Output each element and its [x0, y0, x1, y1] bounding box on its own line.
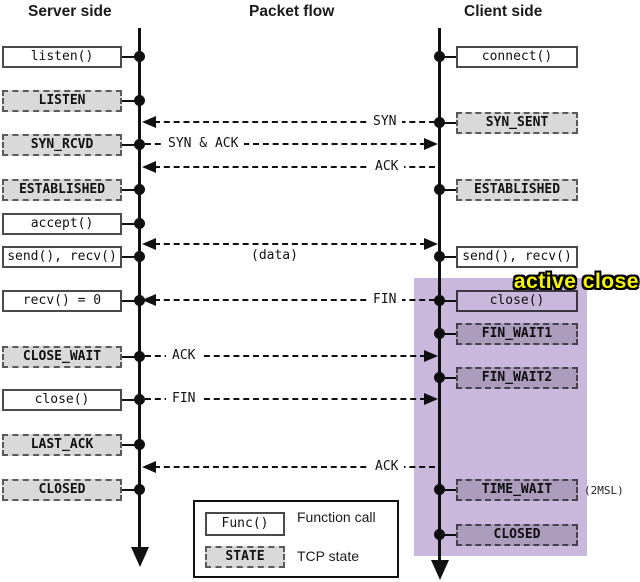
timeline-node [134, 95, 145, 106]
packet-arrow-syn: SYN [142, 112, 438, 134]
connector [118, 489, 140, 491]
connector [118, 256, 140, 258]
server-accept-box: accept() [2, 213, 122, 235]
server-side-title: Server side [28, 3, 112, 20]
client-state-fin-wait2: FIN_WAIT2 [456, 367, 578, 389]
packet-arrow-data: (data) [142, 234, 438, 263]
timeline-node [134, 51, 145, 62]
packet-arrow-ack-handshake: ACK [142, 157, 438, 179]
timeline-node [434, 328, 445, 339]
timeline-node [134, 251, 145, 262]
packet-arrow-fin-server: FIN [142, 389, 438, 411]
packet-label-syn: SYN [367, 113, 403, 131]
packet-label-ack: ACK [369, 458, 405, 476]
packet-label-fin: FIN [367, 291, 403, 309]
active-close-label: active close [513, 270, 639, 293]
dashed-line [154, 466, 435, 468]
connector [118, 300, 140, 302]
server-state-established: ESTABLISHED [2, 179, 122, 201]
dashed-line [145, 143, 426, 145]
dashed-line [154, 243, 426, 245]
dashed-line [154, 166, 435, 168]
arrowhead-right-icon [424, 238, 438, 250]
client-side-title: Client side [464, 3, 543, 20]
client-connect-box: connect() [456, 46, 578, 68]
server-state-closed: CLOSED [2, 479, 122, 501]
server-close-box: close() [2, 389, 122, 411]
connector [440, 189, 458, 191]
dashed-line [145, 355, 426, 357]
arrowhead-left-icon [142, 116, 156, 128]
timeline-node [434, 184, 445, 195]
client-timeline-arrowhead [431, 560, 449, 580]
legend-func-sample: Func() [205, 512, 285, 536]
packet-arrow-fin-client: FIN [142, 290, 438, 312]
packet-label-ack: ACK [369, 158, 405, 176]
timeline-node [134, 484, 145, 495]
packet-arrow-syn-ack: SYN & ACK [142, 134, 438, 156]
legend-state-desc: TCP state [297, 548, 359, 564]
connector [440, 256, 458, 258]
timeline-node [134, 295, 145, 306]
server-listen-box: listen() [2, 46, 122, 68]
packet-arrow-ack-server: ACK [142, 346, 438, 368]
timeline-node [434, 529, 445, 540]
connector [118, 56, 140, 58]
timeline-node [434, 51, 445, 62]
msl-note: (2MSL) [584, 484, 624, 497]
timeline-node [434, 117, 445, 128]
timeline-node [134, 184, 145, 195]
server-recv-zero-box: recv() = 0 [2, 290, 122, 312]
timeline-node [434, 484, 445, 495]
arrowhead-right-icon [424, 350, 438, 362]
packet-label-fin: FIN [166, 390, 202, 408]
timeline-node [434, 372, 445, 383]
arrowhead-left-icon [142, 461, 156, 473]
connector [118, 444, 140, 446]
connector [118, 399, 140, 401]
client-state-syn-sent: SYN_SENT [456, 112, 578, 134]
timeline-node [134, 439, 145, 450]
client-state-time-wait: TIME_WAIT [456, 479, 578, 501]
server-timeline-arrowhead [131, 547, 149, 567]
connector [118, 100, 140, 102]
connector [118, 223, 140, 225]
client-state-fin-wait1: FIN_WAIT1 [456, 323, 578, 345]
dashed-line [154, 121, 435, 123]
client-state-established: ESTABLISHED [456, 179, 578, 201]
legend-box: Func() Function call STATE TCP state [193, 500, 399, 578]
server-state-syn-rcvd: SYN_RCVD [2, 134, 122, 156]
timeline-node [134, 394, 145, 405]
connector [118, 356, 140, 358]
arrowhead-right-icon [424, 393, 438, 405]
connector [118, 144, 140, 146]
packet-arrow-ack-final: ACK [142, 457, 438, 479]
server-state-close-wait: CLOSE_WAIT [2, 346, 122, 368]
legend-state-sample: STATE [205, 546, 285, 568]
timeline-node [134, 218, 145, 229]
client-state-closed: CLOSED [456, 524, 578, 546]
legend-func-desc: Function call [297, 509, 376, 525]
server-state-listen: LISTEN [2, 90, 122, 112]
arrowhead-left-icon [142, 161, 156, 173]
packet-label-syn-ack: SYN & ACK [162, 135, 245, 153]
timeline-node [434, 251, 445, 262]
server-timeline [138, 28, 141, 550]
connector [118, 189, 140, 191]
server-send-recv-box: send(), recv() [2, 246, 122, 268]
arrowhead-left-icon [142, 238, 156, 250]
connector [440, 56, 458, 58]
timeline-node [134, 351, 145, 362]
client-send-recv-box: send(), recv() [456, 246, 578, 268]
arrowhead-right-icon [424, 138, 438, 150]
arrowhead-left-icon [142, 294, 156, 306]
server-state-last-ack: LAST_ACK [2, 434, 122, 456]
packet-label-data: (data) [251, 248, 298, 263]
dashed-line [154, 299, 435, 301]
packet-label-ack: ACK [166, 347, 202, 365]
timeline-node [134, 139, 145, 150]
dashed-line [145, 398, 426, 400]
packet-flow-title: Packet flow [249, 3, 335, 20]
connector [440, 122, 458, 124]
